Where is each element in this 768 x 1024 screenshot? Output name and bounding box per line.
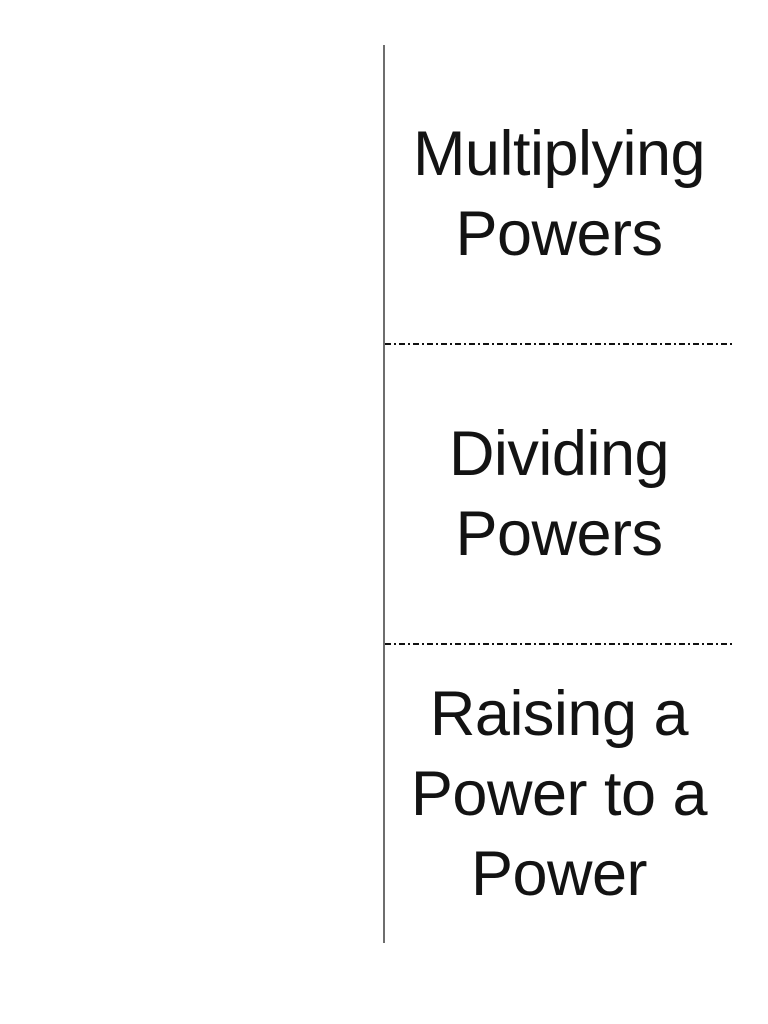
foldable-column: Multiplying Powers Dividing Powers Raisi… (383, 45, 733, 943)
foldable-section-multiplying-powers: Multiplying Powers (385, 45, 733, 343)
section-title-dividing-powers: Dividing Powers (448, 419, 670, 569)
section-title-multiplying-powers: Multiplying Powers (412, 119, 706, 269)
section-title-raising-power: Raising a Power to a Power (410, 679, 708, 909)
dashed-cut-line (385, 643, 733, 645)
dashed-cut-line (385, 343, 733, 345)
foldable-section-dividing-powers: Dividing Powers (385, 345, 733, 643)
foldable-section-raising-power: Raising a Power to a Power (385, 645, 733, 943)
